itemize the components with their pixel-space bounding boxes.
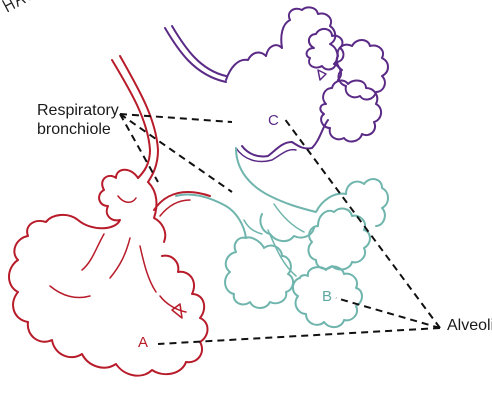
duct-a-right	[153, 191, 211, 211]
respiratory-bronchiole-label: Respiratory bronchiole	[37, 101, 119, 139]
alveolar-sac-a-inner	[147, 181, 167, 243]
alveoli-label: Alveoli	[447, 317, 492, 334]
alveolar-notch-a	[171, 303, 183, 319]
alveolar-sac-c-lower-inner	[235, 147, 297, 163]
artist-signature	[2, 0, 35, 13]
alveolar-cluster-c-right	[335, 39, 389, 101]
leader-bronchiole-to-middle	[119, 113, 233, 193]
alveolar-structure-c	[164, 6, 389, 163]
septum-a-1	[109, 237, 131, 279]
leader-alveoli-to-b	[335, 297, 441, 329]
alveolar-sac-c-top	[225, 6, 342, 81]
leader-alveoli-to-c	[283, 117, 441, 329]
branch-b-1	[273, 203, 305, 233]
alveolar-cluster-b-lower	[292, 265, 363, 328]
duct-a-right-inner	[159, 199, 191, 217]
label-c: C	[268, 112, 279, 129]
leader-bronchiole-to-upper	[119, 113, 233, 123]
septum-a-3	[81, 233, 105, 271]
alveolar-cluster-c-mid	[305, 28, 345, 71]
label-b: B	[322, 288, 333, 305]
leader-bronchiole-to-lower	[119, 113, 159, 183]
leader-alveoli-to-a	[157, 327, 441, 345]
alveolar-fold-a	[117, 195, 137, 203]
respiratory-label-line2: bronchiole	[37, 121, 111, 138]
bronchiole-a-inner	[119, 55, 159, 183]
alveolar-cluster-b-right	[307, 207, 371, 271]
septum-a-4	[159, 295, 187, 313]
duct-c-outer	[164, 27, 227, 83]
alveolar-sac-c-lower	[241, 119, 329, 158]
alveolar-sac-a-outline	[8, 168, 209, 377]
alveolar-cluster-c-lower	[319, 79, 382, 143]
septum-a-5	[49, 285, 91, 299]
septum-a-2	[139, 245, 157, 293]
branch-b-2	[267, 229, 297, 277]
respiratory-label-line1: Respiratory	[37, 102, 119, 119]
leader-lines	[119, 113, 441, 345]
alveolar-structure-b	[175, 147, 389, 328]
alveolar-cluster-b-left	[224, 236, 294, 309]
bronchiole-a-outer	[111, 59, 151, 179]
duct-c-inner	[171, 25, 227, 77]
duct-b-upper	[235, 147, 389, 227]
alveolar-cluster-b-mid	[259, 213, 315, 242]
alveolar-structure-a	[8, 55, 211, 377]
alveolar-notch-c	[317, 69, 327, 81]
label-a: A	[138, 334, 149, 351]
branch-b-3	[243, 219, 263, 235]
duct-b-lower	[175, 193, 247, 239]
